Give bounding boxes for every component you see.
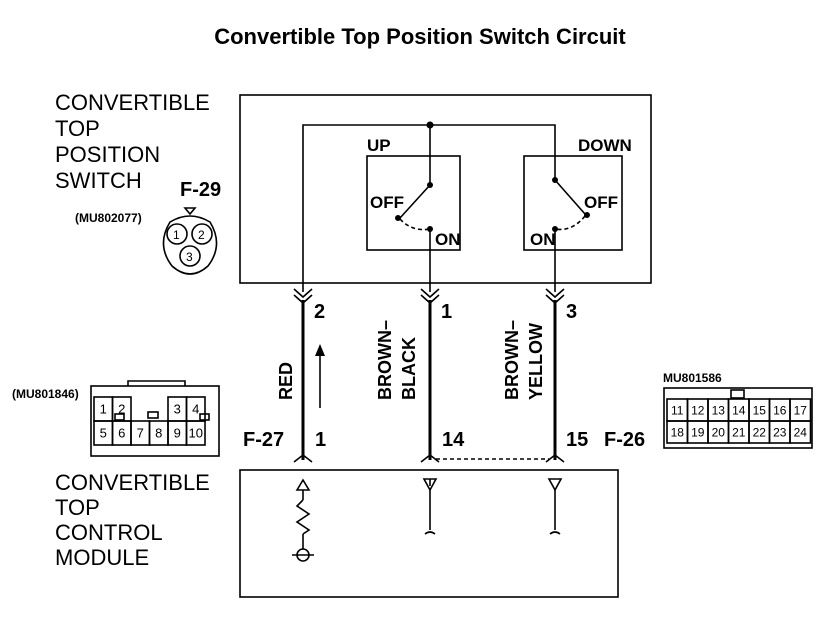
- wire-color-brown-yellow-2: YELLOW: [526, 323, 546, 400]
- up-switch: UP OFF ON: [366, 125, 461, 292]
- f27-connector-id: F-27: [243, 429, 284, 451]
- module-pin14-circuit: [422, 478, 438, 535]
- module-name-line-3: CONTROL: [55, 520, 163, 545]
- module-pin-14: 14: [442, 429, 465, 451]
- f29-connector-icon: 1 2 3: [162, 207, 218, 275]
- wire-color-red: RED: [276, 362, 296, 400]
- f26-pin: 12: [691, 403, 705, 417]
- module-pin15-circuit: [547, 478, 563, 535]
- module-label: CONVERTIBLE TOP CONTROL MODULE: [55, 470, 210, 570]
- f29-pin-2: 2: [198, 228, 205, 242]
- f26-pin: 18: [671, 425, 685, 439]
- f27-pin: 4: [192, 402, 199, 417]
- switch-name-line-4: SWITCH: [55, 168, 142, 193]
- switch-name-line-3: POSITION: [55, 142, 160, 167]
- up-on-label: ON: [435, 230, 461, 249]
- f26-pin: 21: [732, 425, 746, 439]
- f27-pin: 10: [189, 426, 203, 441]
- resistor-icon: [295, 499, 311, 535]
- f26-pin: 22: [753, 425, 767, 439]
- f27-part-number: (MU801846): [12, 387, 79, 401]
- switch-part-number: (MU802077): [75, 211, 142, 225]
- current-arrow-icon: [315, 344, 325, 408]
- f26-pin: 11: [671, 403, 684, 417]
- wire-color-brown-black-2: BLACK: [399, 337, 419, 400]
- f26-cell: [789, 420, 812, 444]
- switch-name-line-2: TOP: [55, 116, 100, 141]
- f27-pin: 8: [155, 426, 162, 441]
- f27-pin: 6: [118, 426, 125, 441]
- module-pin1-circuit: [292, 478, 314, 562]
- module-pin-15: 15: [566, 429, 588, 451]
- switch-pin-2: 2: [314, 301, 325, 323]
- f26-pin: 24: [794, 425, 808, 439]
- f26-pin: 23: [773, 425, 787, 439]
- f26-pin: 17: [794, 403, 808, 417]
- f26-connector-id: F-26: [604, 429, 645, 451]
- f26-pin: 19: [691, 425, 705, 439]
- f26-pin: 16: [773, 403, 787, 417]
- module-name-line-1: CONVERTIBLE: [55, 470, 210, 495]
- switch-connector-id: F-29: [180, 179, 221, 201]
- f29-pin-1: 1: [173, 228, 180, 242]
- down-label: DOWN: [578, 136, 632, 155]
- module-name-line-4: MODULE: [55, 545, 149, 570]
- module-box: [239, 469, 619, 598]
- switch-pin-3: 3: [566, 301, 577, 323]
- f29-pin-3: 3: [186, 250, 193, 264]
- switch-pin-1: 1: [441, 301, 452, 323]
- down-off-label: OFF: [584, 193, 618, 212]
- module-name-line-2: TOP: [55, 495, 100, 520]
- down-on-label: ON: [530, 230, 556, 249]
- down-switch: DOWN OFF ON: [523, 136, 632, 292]
- wire-color-brown-black-1: BROWN–: [375, 320, 395, 400]
- up-off-label: OFF: [370, 193, 404, 212]
- f27-pin: 3: [174, 402, 181, 417]
- diagram-title: Convertible Top Position Switch Circuit: [214, 24, 626, 49]
- f27-cell: [185, 420, 206, 446]
- f26-pin: 13: [712, 403, 726, 417]
- module-pin-1: 1: [315, 429, 326, 451]
- up-label: UP: [367, 136, 391, 155]
- module-side-connector-marks: [293, 453, 565, 463]
- f27-pin: 1: [100, 402, 107, 417]
- f26-pin: 20: [712, 425, 726, 439]
- f27-pin: 5: [100, 426, 107, 441]
- f26-pin: 14: [732, 403, 746, 417]
- f27-pin: 7: [137, 426, 144, 441]
- f26-connector-grid: MU801586 11 12 13 14 15 16 17 18 19 20 21 22 23 24: [663, 371, 813, 449]
- switch-unit-box: [239, 94, 652, 284]
- f27-pin: 9: [174, 426, 181, 441]
- f26-part-number: MU801586: [663, 371, 722, 385]
- switch-name-line-1: CONVERTIBLE: [55, 90, 210, 115]
- switch-unit-label: CONVERTIBLE TOP POSITION SWITCH: [55, 90, 210, 193]
- f26-pin: 15: [753, 403, 767, 417]
- f27-pin: 2: [118, 402, 125, 417]
- wire-color-brown-yellow-1: BROWN–: [502, 320, 522, 400]
